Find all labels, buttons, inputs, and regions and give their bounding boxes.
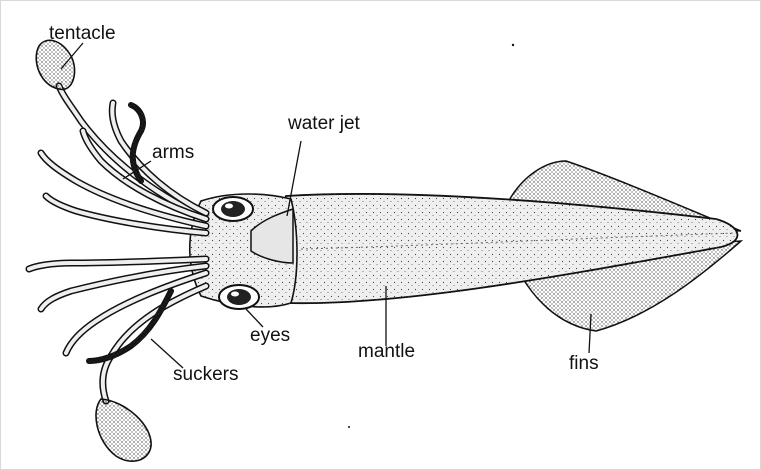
leader-arms (122, 160, 152, 180)
label-fins: fins (569, 353, 599, 374)
mantle-stipple (278, 193, 738, 304)
arms-upper (37, 99, 210, 237)
label-water-jet: water jet (288, 113, 360, 134)
leader-lines (60, 42, 592, 369)
leader-water-jet (286, 140, 302, 217)
label-suckers: suckers (173, 364, 239, 385)
label-mantle: mantle (358, 341, 416, 362)
siphon (250, 207, 294, 264)
tentacle-club-upper (35, 39, 76, 91)
leader-eyes (245, 308, 264, 328)
eye-upper (212, 196, 254, 222)
arms-lower (25, 255, 210, 364)
label-eyes: eyes (250, 325, 291, 346)
tentacle-club-lower (95, 398, 152, 462)
eye-lower (218, 284, 260, 310)
leader-tentacle (60, 42, 84, 70)
mantle-midline (300, 232, 737, 250)
leader-suckers (150, 338, 184, 369)
label-arms: arms (152, 142, 195, 163)
leader-fins (588, 313, 592, 354)
label-tentacle: tentacle (49, 23, 116, 44)
